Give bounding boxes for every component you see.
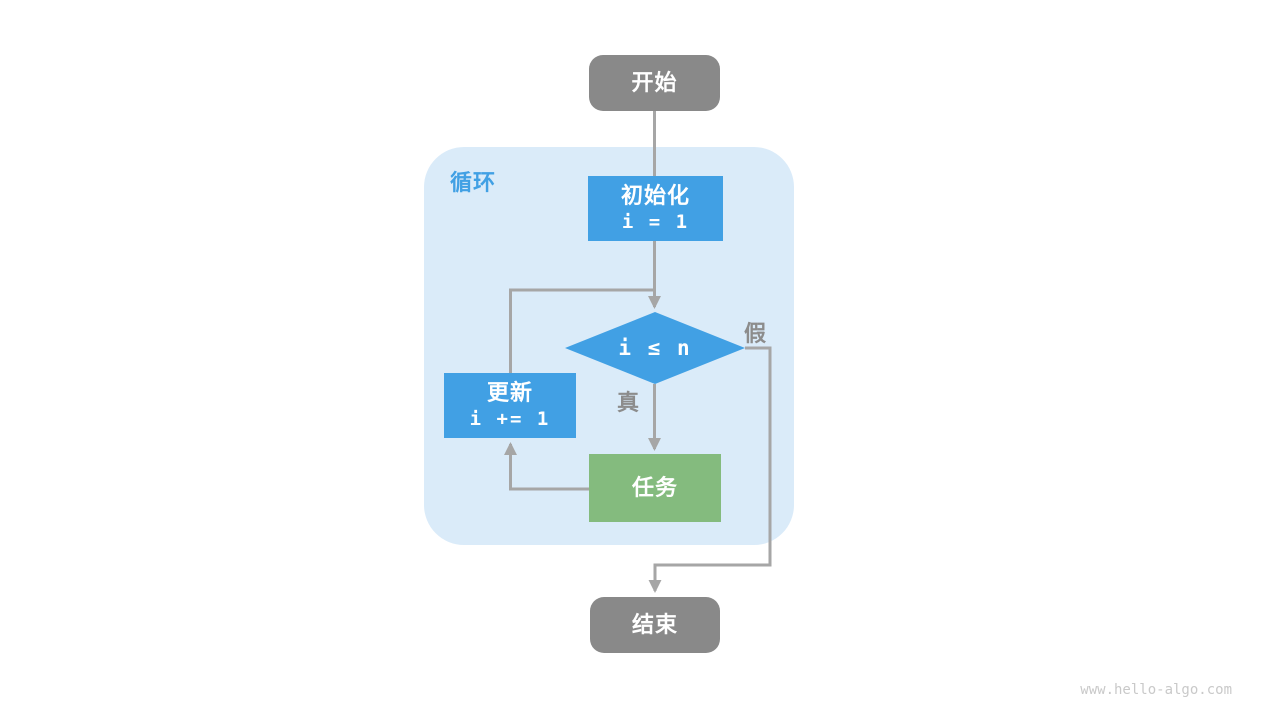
node-end-label: 结束: [631, 612, 678, 638]
node-task: 任务: [589, 454, 721, 522]
loop-region-label: 循环: [450, 170, 497, 195]
node-initialize-label: 初始化: [620, 183, 690, 209]
edge-task-to-update: [504, 442, 589, 491]
edge-label-false: 假: [744, 321, 767, 346]
node-initialize-code: i = 1: [621, 210, 690, 233]
watermark-text: www.hello-algo.com: [1080, 682, 1232, 698]
node-start: 开始: [589, 55, 720, 111]
node-start-label: 开始: [631, 70, 678, 96]
node-update-code: i += 1: [469, 407, 551, 430]
node-update: 更新 i += 1: [444, 373, 576, 438]
node-task-label: 任务: [631, 475, 678, 501]
edge-update-loopback: [509, 288, 653, 373]
node-end: 结束: [590, 597, 720, 653]
node-condition-expression: i ≤ n: [618, 336, 692, 360]
edge-condition-false-to-end: [648, 346, 772, 593]
edge-label-true: 真: [617, 390, 640, 415]
node-initialize: 初始化 i = 1: [588, 176, 723, 241]
node-update-label: 更新: [486, 380, 533, 406]
